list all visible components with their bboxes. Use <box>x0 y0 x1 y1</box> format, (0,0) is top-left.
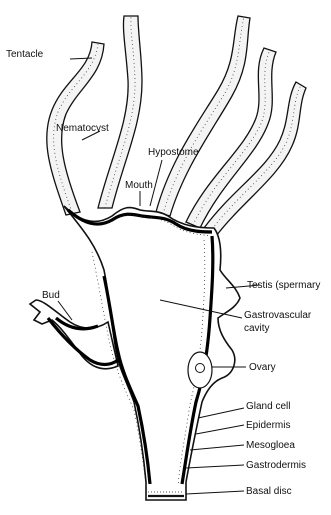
label-bud: Bud <box>42 290 60 301</box>
label-hypostome: Hypostome <box>148 147 199 158</box>
label-gland-cell: Gland cell <box>246 401 290 412</box>
ovary <box>188 352 212 388</box>
body-column <box>30 206 240 500</box>
label-testis: Testis (spermary <box>247 280 320 291</box>
label-mouth: Mouth <box>125 180 153 191</box>
label-epidermis: Epidermis <box>246 420 290 431</box>
label-gastrovascular-1: Gastrovascular <box>244 310 312 321</box>
label-gastrodermis: Gastrodermis <box>246 460 306 471</box>
label-ovary: Ovary <box>249 362 276 373</box>
label-basal-disc: Basal disc <box>246 486 292 497</box>
label-nematocyst: Nematocyst <box>56 123 109 134</box>
bud <box>30 300 118 369</box>
label-tentacle: Tentacle <box>6 49 44 60</box>
tentacle-3 <box>156 16 250 216</box>
label-gastrovascular-2: cavity <box>244 323 270 334</box>
label-mesogloea: Mesogloea <box>246 440 295 451</box>
